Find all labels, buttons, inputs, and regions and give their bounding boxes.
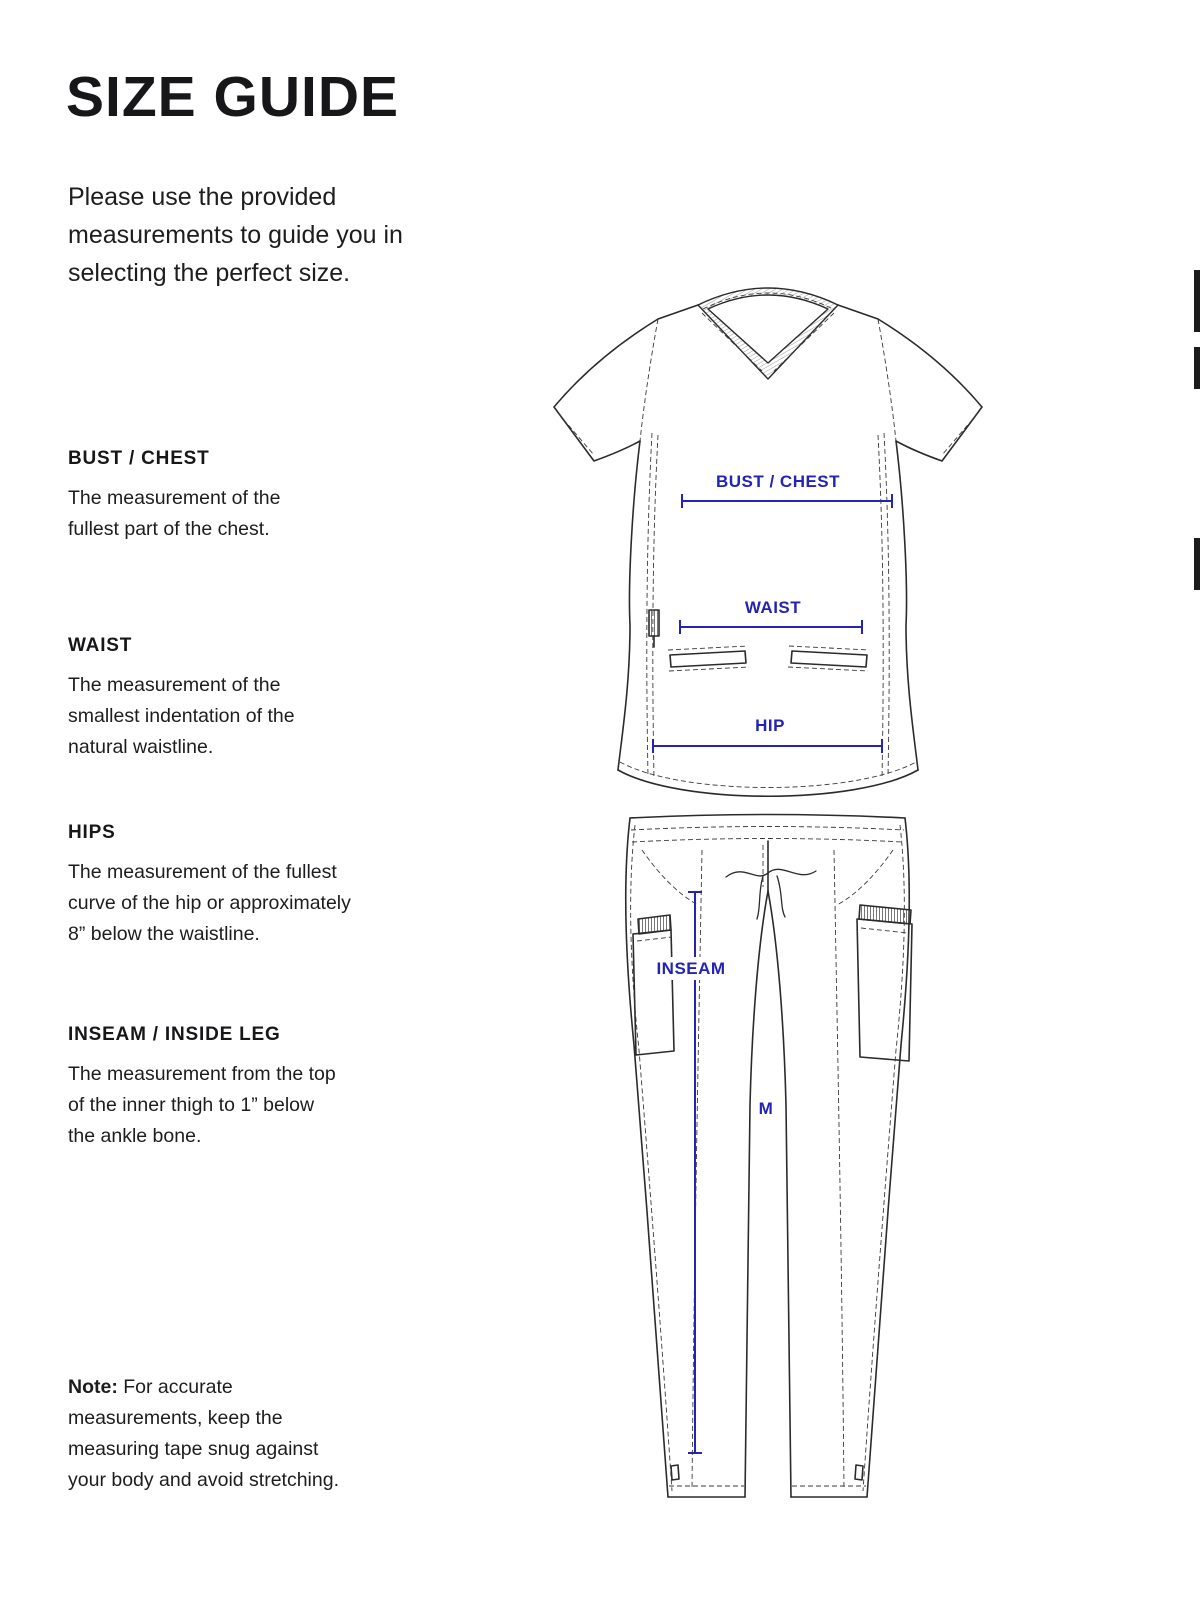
size-marker-label: M <box>759 1099 774 1118</box>
outseam-left <box>624 817 669 1498</box>
side-seam-left <box>617 440 641 771</box>
shoulder-seam-left <box>657 304 699 320</box>
page-title: SIZE GUIDE <box>66 65 400 129</box>
drawstring-tail-right <box>776 875 786 918</box>
inseam-right <box>767 890 792 1498</box>
section-body: The measurement of the smallest indentat… <box>68 674 295 758</box>
bust-measure-line <box>681 494 893 508</box>
inseam-label-bg <box>646 957 736 980</box>
note-label: Note: <box>68 1376 118 1398</box>
section-heading: BUST / CHEST <box>68 448 210 469</box>
section-waist: WAIST The measurement of the smallest in… <box>68 635 295 763</box>
measurement-labels: BUST / CHEST WAIST HIP INSEAM M <box>656 472 840 1118</box>
size-diagram: BUST / CHEST WAIST HIP INSEAM M <box>553 287 983 1498</box>
waist-measure-line <box>679 620 863 634</box>
section-inseam: INSEAM / INSIDE LEG The measurement from… <box>68 1024 336 1152</box>
note-text: For accurate measurements, keep the meas… <box>68 1376 340 1491</box>
outseam-right <box>866 817 911 1498</box>
intro-text: Please use the provided measurements to … <box>68 183 403 287</box>
section-bust-chest: BUST / CHEST The measurement of the full… <box>68 448 280 545</box>
sleeve-right <box>877 318 983 462</box>
welt-pocket-right <box>790 650 868 668</box>
side-zipper <box>648 609 660 637</box>
cargo-pocket-right <box>856 918 913 1062</box>
drawstring <box>725 868 817 878</box>
section-heading: WAIST <box>68 635 133 656</box>
waist-top <box>629 813 906 819</box>
page-edge-mark <box>1194 270 1200 332</box>
page-edge-mark <box>1194 347 1200 389</box>
section-body: The measurement from the top of the inne… <box>68 1063 336 1147</box>
shoulder-seam-right <box>837 304 879 320</box>
shirt-hem <box>617 769 919 798</box>
bust-measure-label: BUST / CHEST <box>716 472 840 491</box>
inseam-left <box>744 890 769 1498</box>
hip-measure-line <box>652 739 883 753</box>
note: Note: For accurate measurements, keep th… <box>68 1372 339 1496</box>
page-edge-mark <box>1194 538 1200 590</box>
sleeve-left <box>553 318 659 462</box>
ankle-slit-left <box>670 1464 680 1481</box>
cargo-pocket-left <box>632 929 675 1056</box>
section-heading: INSEAM / INSIDE LEG <box>68 1024 281 1045</box>
inseam-measure-line <box>688 891 702 1454</box>
section-heading: HIPS <box>68 822 116 843</box>
drawstring-tail-left <box>756 875 764 920</box>
scrub-top-outline <box>553 287 983 798</box>
section-hips: HIPS The measurement of the fullest curv… <box>68 822 351 950</box>
hip-measure-label: HIP <box>755 716 785 735</box>
inseam-measure-label: INSEAM <box>656 959 725 978</box>
scrub-pants-outline <box>624 813 913 1498</box>
section-body: The measurement of the fullest part of t… <box>68 487 281 540</box>
waist-measure-label: WAIST <box>745 598 801 617</box>
measurement-annotations <box>652 494 893 1454</box>
scrub-top-stitching <box>557 292 979 788</box>
ankle-slit-right <box>854 1464 864 1481</box>
section-body: The measurement of the fullest curve of … <box>68 861 351 945</box>
side-seam-right <box>895 440 919 771</box>
scrub-pants-stitching <box>630 824 909 1492</box>
welt-pocket-left <box>669 650 747 668</box>
